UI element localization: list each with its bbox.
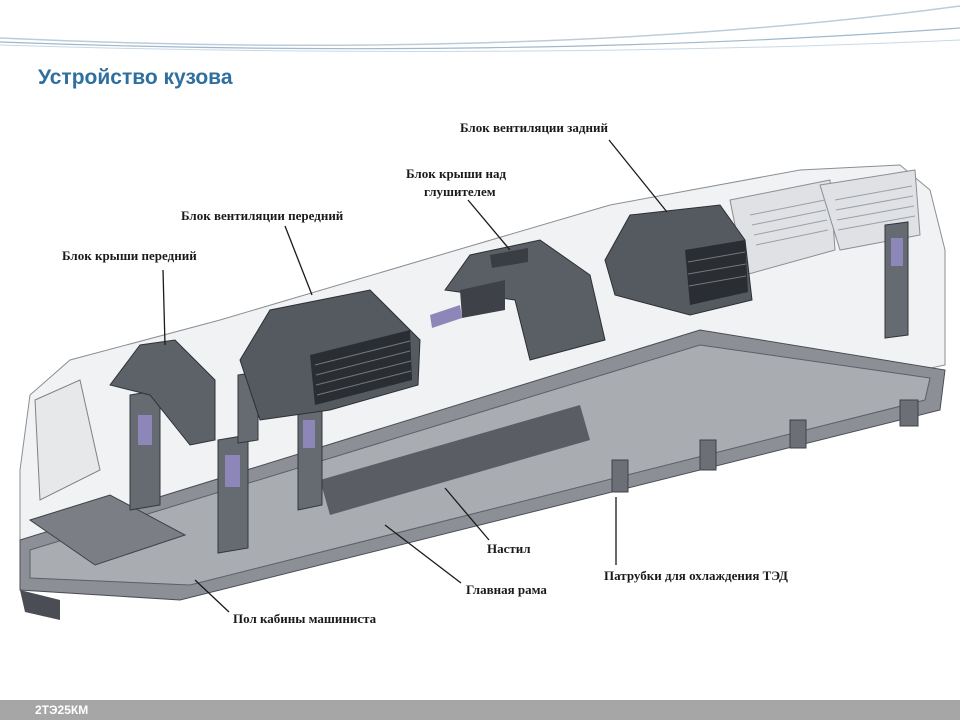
leader-front-roof bbox=[162, 269, 166, 346]
leader-front-vent bbox=[284, 225, 313, 296]
label-cab-floor: Пол кабины машиниста bbox=[233, 611, 377, 626]
label-muffler-roof-line1: Блок крыши над bbox=[406, 166, 507, 181]
label-front-roof: Блок крыши передний bbox=[62, 248, 197, 263]
front-roof-block bbox=[109, 339, 216, 446]
muffler-roof-block bbox=[444, 239, 606, 361]
front-vent-block bbox=[239, 289, 421, 421]
label-muffler-roof-line2: глушителем bbox=[424, 184, 496, 199]
footer-model: 2ТЭ25КМ bbox=[35, 703, 89, 717]
page-title: Устройство кузова bbox=[38, 66, 233, 89]
label-ted-cooling: Патрубки для охлаждения ТЭД bbox=[604, 568, 788, 583]
leader-lines bbox=[162, 139, 668, 613]
header-decoration bbox=[0, 5, 960, 52]
label-main-frame: Главная рама bbox=[466, 582, 547, 597]
main-frame bbox=[19, 329, 946, 620]
leader-muffler-roof bbox=[467, 199, 511, 251]
door-windows bbox=[138, 238, 903, 487]
label-floor: Настил bbox=[487, 541, 531, 556]
leader-rear-vent bbox=[608, 139, 668, 213]
leader-main-frame bbox=[384, 524, 462, 584]
door-posts bbox=[129, 221, 909, 554]
rear-vent-block bbox=[604, 204, 753, 316]
label-rear-vent: Блок вентиляции задний bbox=[460, 120, 608, 135]
leader-floor bbox=[444, 487, 490, 541]
label-front-vent: Блок вентиляции передний bbox=[181, 208, 344, 223]
leader-cab-floor bbox=[194, 579, 230, 613]
footer-bar: 2ТЭ25КМ bbox=[0, 700, 960, 720]
